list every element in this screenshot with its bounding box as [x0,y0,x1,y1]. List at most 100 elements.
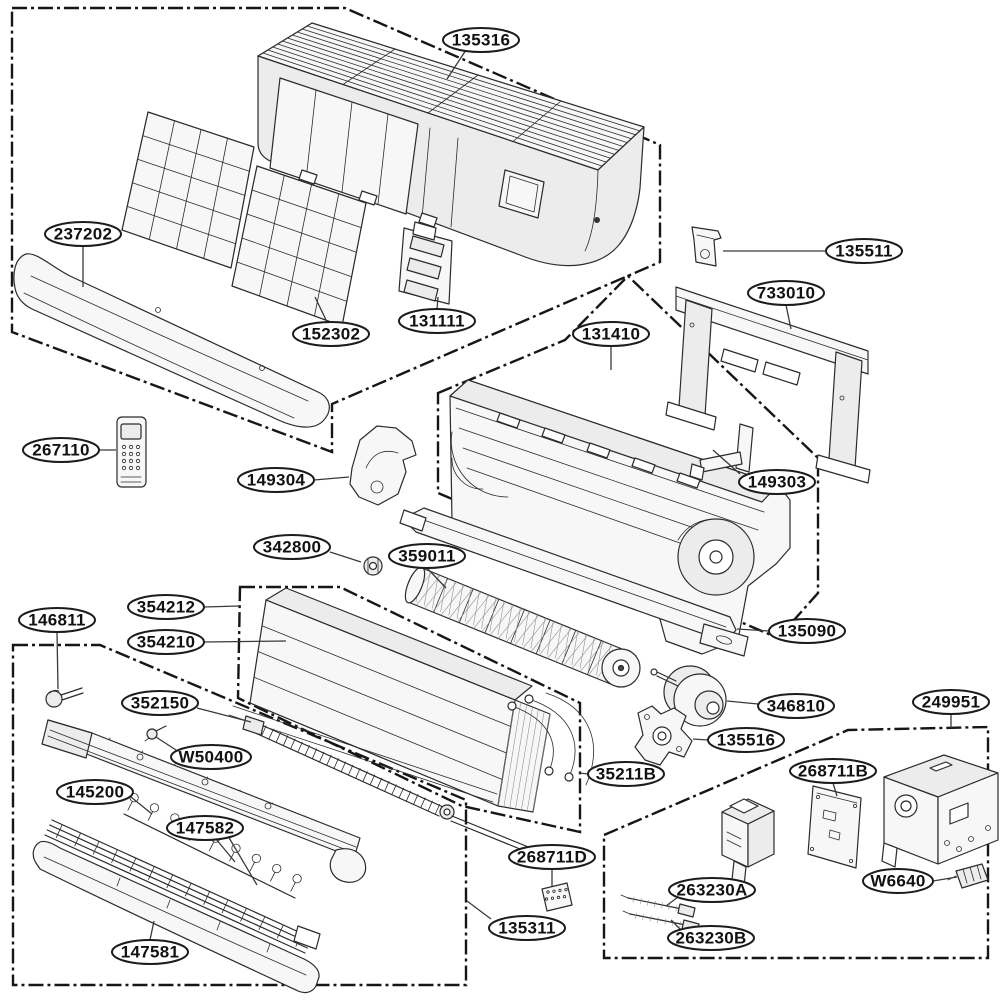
part-number-ellipse [166,815,244,841]
leader-line [670,919,681,930]
leader-line [314,296,328,323]
callout-268711B: 268711B [789,758,877,797]
part-number-text: 268711B [798,761,868,780]
leader-line [832,782,838,797]
part-number-ellipse [442,27,520,53]
callout-149303: 149303 [712,449,816,495]
callout-131410: 131410 [572,321,650,370]
part-pcb-268711B [807,785,862,869]
part-number-text: 146811 [28,610,86,629]
part-bottom-frame-135090 [105,507,749,839]
part-number-ellipse [18,607,96,633]
part-number-text: 147582 [176,818,235,837]
leader-line [426,567,447,589]
leader-line [203,605,240,608]
part-screw-w50400 [144,725,167,742]
region-border-evaporator-group [236,585,582,834]
part-number-text: 131111 [409,311,465,330]
callout-152302: 152302 [292,296,370,347]
leader-line [436,296,439,310]
part-terminal-block [721,798,775,887]
callout-267110: 267110 [22,437,116,463]
part-number-ellipse [121,690,199,716]
part-number-text: 135316 [452,30,511,49]
part-number-ellipse [127,629,205,655]
part-number-text: 268711D [517,847,587,866]
callout-W6640: W6640 [862,868,958,894]
part-number-text: 352150 [131,693,190,712]
callout-135316: 135316 [442,27,520,80]
leader-line [227,835,258,886]
callout-145200: 145200 [56,779,153,815]
callout-354212: 354212 [127,594,240,620]
part-number-ellipse [572,321,650,347]
leader-line [130,796,153,815]
leader-line [196,707,252,723]
part-number-text: 135311 [498,918,556,937]
leader-line [932,876,958,882]
part-number-ellipse [237,467,315,493]
part-number-text: W50400 [178,747,243,766]
part-number-text: 149303 [748,472,807,491]
leader-line [692,738,709,741]
part-number-callouts: 135316 237202 152302 131111 135511 733010 1314… [18,27,990,965]
leader-line [215,838,236,863]
callout-147581: 147581 [111,920,189,965]
part-fan-motor-346810 [650,665,727,727]
part-number-text: 135511 [835,241,893,260]
leader-line [726,700,759,705]
callout-135516: 135516 [692,727,785,753]
part-number-ellipse [707,727,785,753]
part-remote-control-267110 [116,416,147,488]
callout-237202: 237202 [44,221,122,287]
part-front-panel-237202 [13,253,330,428]
callout-147582: 147582 [166,815,258,886]
part-holder-131111 [398,221,453,305]
part-number-ellipse [170,744,252,770]
callout-146811: 146811 [18,607,96,690]
part-louver-grille-147582 [44,819,321,954]
part-number-ellipse [388,543,466,569]
part-number-text: 145200 [66,782,125,801]
part-number-ellipse [789,758,877,784]
part-number-text: 135090 [778,621,837,640]
part-horizontal-vane-147581 [32,840,320,994]
part-number-text: 135516 [717,730,776,749]
callout-249951: 249951 [912,689,990,728]
part-number-ellipse [757,693,835,719]
leader-line [56,631,59,690]
callout-35211B: 35211B [578,761,665,787]
part-number-ellipse [56,779,134,805]
callout-354210: 354210 [127,629,287,655]
leader-line [203,640,287,643]
callout-268711D: 268711D [508,844,596,886]
callout-346810: 346810 [726,693,835,719]
part-bushing-342800 [363,556,383,576]
part-number-ellipse [398,308,476,334]
part-number-ellipse [862,868,934,894]
part-number-ellipse [508,844,596,870]
part-number-ellipse [292,321,370,347]
part-label-chip-268711D [541,882,573,912]
part-drain-cap-149304 [349,425,417,506]
part-air-filters-152302 [121,111,367,327]
leader-line [329,551,362,563]
part-vertical-louver-links [123,793,302,899]
part-number-text: 263230A [676,880,747,899]
sensor-dot [594,217,600,223]
leader-line [736,628,770,632]
callout-733010: 733010 [747,280,825,330]
callout-263230A: 263230A [665,877,756,907]
leader-line [149,920,155,941]
part-number-text: 149304 [247,470,306,489]
part-motor-mount-135516 [634,705,693,766]
part-number-ellipse [768,618,846,644]
part-number-ellipse [111,939,189,965]
part-number-ellipse [127,594,205,620]
callout-135311: 135311 [466,900,566,941]
part-number-ellipse [668,877,756,903]
callout-131111: 131111 [398,296,476,334]
part-number-text: 147581 [121,942,180,961]
callout-359011: 359011 [388,543,466,589]
